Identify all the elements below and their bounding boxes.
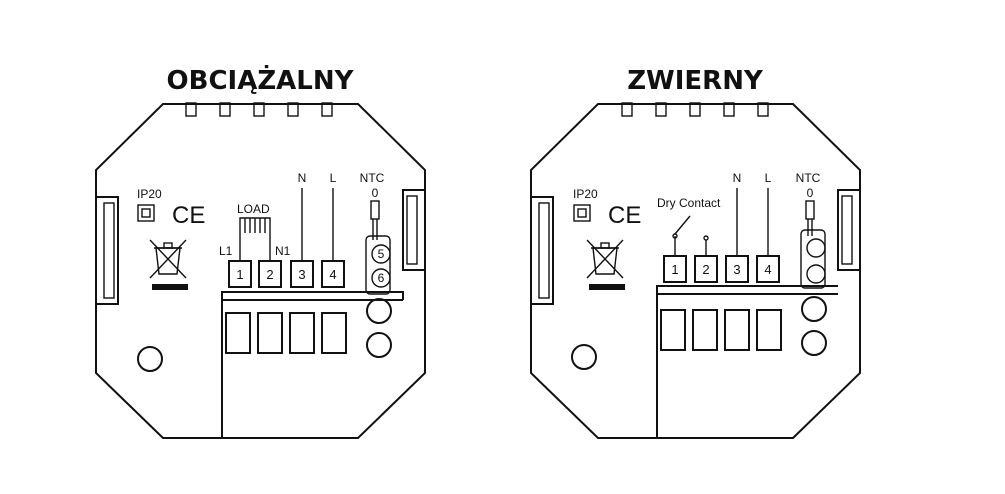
right-sensor-terminal-5 bbox=[806, 238, 826, 258]
right-terminal-frame bbox=[656, 285, 838, 438]
svg-text:5: 5 bbox=[378, 247, 385, 261]
left-double-insulation-icon bbox=[137, 204, 155, 222]
left-side-tab-left bbox=[95, 196, 119, 305]
svg-text:1: 1 bbox=[671, 262, 678, 277]
left-l-label: L bbox=[330, 171, 337, 185]
ce-mark-icon: CE bbox=[172, 202, 205, 229]
right-terminals: 1 2 3 4 bbox=[663, 255, 780, 283]
weee-bin-icon bbox=[149, 239, 188, 290]
svg-text:CE: CE bbox=[608, 202, 641, 229]
left-load-label: LOAD bbox=[237, 202, 270, 216]
left-thermostat: OBCIĄŻALNY IP20 CE bbox=[95, 64, 426, 439]
right-screw-slots bbox=[660, 296, 827, 356]
svg-text:3: 3 bbox=[733, 262, 740, 277]
right-ip-rating: IP20 bbox=[573, 187, 598, 201]
left-title: OBCIĄŻALNY bbox=[167, 64, 355, 96]
left-n-label: N bbox=[298, 171, 307, 185]
right-sensor-terminal-6 bbox=[806, 264, 826, 284]
weee-bin-icon-right bbox=[586, 239, 625, 290]
right-side-tab-right bbox=[837, 189, 861, 271]
left-ntc-zero: 0 bbox=[372, 186, 379, 200]
left-l1-label: L1 bbox=[219, 244, 233, 258]
right-thermostat: ZWIERNY IP20 CE bbox=[530, 66, 861, 439]
svg-text:3: 3 bbox=[298, 267, 305, 282]
load-heater-icon bbox=[239, 217, 271, 233]
left-terminals: 1 2 3 4 bbox=[228, 260, 345, 288]
ntc-sensor-icon-right bbox=[805, 200, 815, 220]
right-ntc-zero: 0 bbox=[807, 186, 814, 200]
left-ip-rating: IP20 bbox=[137, 187, 162, 201]
svg-text:2: 2 bbox=[702, 262, 709, 277]
right-title: ZWIERNY bbox=[627, 66, 764, 96]
right-l-label: L bbox=[765, 171, 772, 185]
svg-text:CE: CE bbox=[172, 202, 205, 229]
svg-text:4: 4 bbox=[764, 262, 771, 277]
left-sensor-terminal-5 bbox=[371, 244, 391, 264]
left-terminal-frame bbox=[221, 291, 404, 438]
left-screw-hole bbox=[137, 346, 163, 372]
left-ntc-label: NTC bbox=[360, 171, 385, 185]
left-n1-label: N1 bbox=[275, 244, 291, 258]
left-sensor-terminal-6 bbox=[371, 268, 391, 288]
svg-text:6: 6 bbox=[378, 271, 385, 285]
svg-text:2: 2 bbox=[266, 267, 273, 282]
ce-mark-icon-right: CE bbox=[608, 202, 641, 229]
svg-text:1: 1 bbox=[236, 267, 243, 282]
ntc-sensor-icon bbox=[370, 200, 380, 220]
right-screw-hole bbox=[571, 344, 597, 370]
right-dry-contact-label: Dry Contact bbox=[657, 196, 721, 210]
left-side-tab-right bbox=[402, 189, 426, 271]
dry-contact-switch-icon bbox=[672, 215, 709, 256]
right-side-tab-left bbox=[530, 196, 554, 305]
right-double-insulation-icon bbox=[573, 204, 591, 222]
right-n-label: N bbox=[733, 171, 742, 185]
right-ntc-label: NTC bbox=[796, 171, 821, 185]
left-screw-slots bbox=[225, 298, 392, 358]
svg-text:4: 4 bbox=[329, 267, 336, 282]
